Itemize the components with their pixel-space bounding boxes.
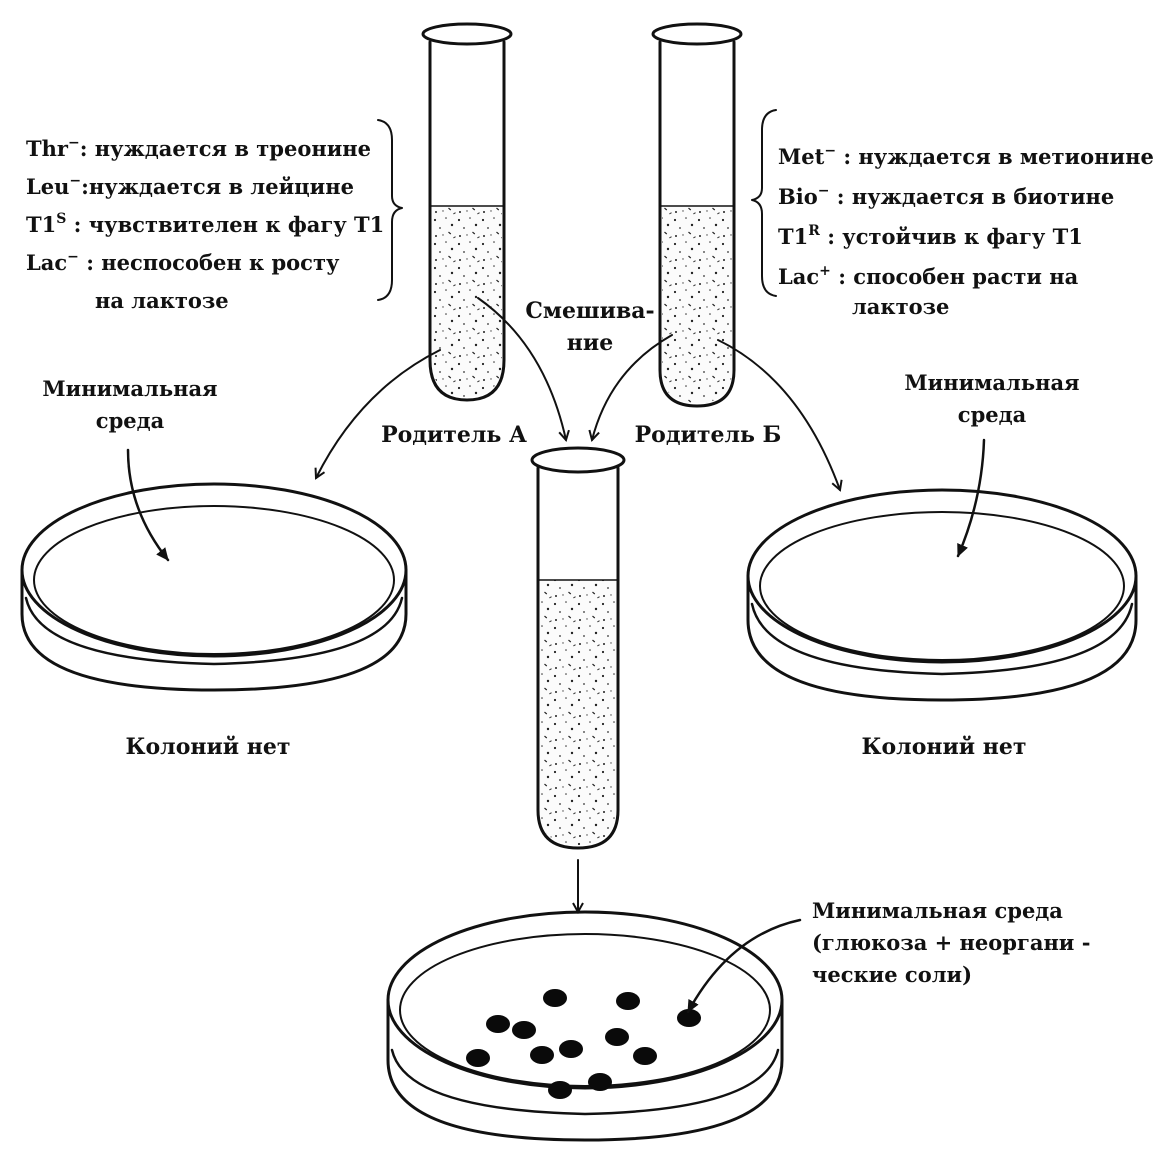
trait-superscript: R [808, 223, 820, 239]
colony [543, 989, 567, 1007]
parent-b-trait-continuation: лактозе [852, 294, 949, 319]
trait-code: Lac [26, 250, 67, 275]
trait-superscript: − [824, 143, 836, 159]
colony [605, 1028, 629, 1046]
parent-a-trait-2: T1S : чувствителен к фагу T1 [26, 211, 384, 237]
bottom-medium-label-line2: (глюкоза + неоргани - [812, 930, 1090, 955]
trait-description: : нуждается в метионине [836, 144, 1154, 169]
bottom-medium-label-line1: Минимальная среда [812, 898, 1063, 923]
parent-a-trait-0: Thr−: нуждается в треонине [26, 135, 371, 161]
colony [512, 1021, 536, 1039]
trait-description: : нуждается в треонине [80, 136, 371, 161]
parent-b-label: Родитель Б [635, 422, 782, 448]
parent-a-traits: Thr−: нуждается в треонинеLeu−:нуждается… [26, 135, 384, 313]
colony [530, 1046, 554, 1064]
trait-code: Bio [778, 184, 818, 209]
test-tube-a [423, 24, 511, 400]
left-medium-label-line1: Минимальная [42, 376, 217, 401]
petri-dish-bottom [388, 912, 782, 1140]
mixing-label-line2: ние [567, 330, 613, 356]
colony [466, 1049, 490, 1067]
arrow-tube-a-to-left-plate [316, 350, 440, 478]
colony [559, 1040, 583, 1058]
bottom-medium-label-line3: ческие соли) [812, 962, 972, 987]
trait-code: Met [778, 144, 825, 169]
parent-b-trait-0: Met− : нуждается в метионине [778, 143, 1154, 169]
parent-b-trait-3: Lac+ : способен расти на [778, 263, 1079, 289]
mixing-label-line1: Смешива- [525, 298, 654, 324]
petri-dish-left [22, 484, 406, 690]
parent-b-trait-2: T1R : устойчив к фагу T1 [778, 223, 1083, 249]
test-tube-mixed [532, 448, 624, 848]
trait-description: :нуждается в лейцине [81, 174, 354, 199]
parent-b-trait-1: Bio− : нуждается в биотине [778, 183, 1114, 209]
trait-code: Leu [26, 174, 69, 199]
trait-description: : чувствителен к фагу T1 [66, 212, 384, 237]
brace-right [752, 110, 776, 296]
trait-code: Thr [26, 136, 69, 161]
test-tube-b [653, 24, 741, 406]
trait-superscript: − [69, 173, 81, 189]
trait-description: : неспособен к росту [79, 250, 340, 275]
colony [633, 1047, 657, 1065]
trait-superscript: − [818, 183, 830, 199]
right-medium-label-line1: Минимальная [904, 370, 1079, 395]
trait-superscript: S [56, 211, 66, 227]
trait-code: Lac [778, 264, 819, 289]
left-medium-label-line2: среда [96, 408, 165, 433]
arrow-tube-b-to-right-plate [718, 340, 840, 490]
trait-code: T1 [778, 224, 808, 249]
colony [616, 992, 640, 1010]
right-medium-label-line2: среда [958, 402, 1027, 427]
brace-left [378, 120, 402, 300]
colony [588, 1073, 612, 1091]
trait-description: : нуждается в биотине [829, 184, 1114, 209]
parent-a-trait-3: Lac− : неспособен к росту [26, 249, 340, 275]
trait-superscript: − [68, 135, 80, 151]
trait-superscript: + [819, 263, 831, 279]
left-result-label: Колоний нет [126, 734, 291, 760]
trait-superscript: − [67, 249, 79, 265]
trait-description: : способен расти на [831, 264, 1079, 289]
pointer-left-medium [128, 450, 168, 560]
trait-description: : устойчив к фагу T1 [820, 224, 1083, 249]
colonies [466, 989, 701, 1099]
parent-a-trait-1: Leu−:нуждается в лейцине [26, 173, 354, 199]
colony [486, 1015, 510, 1033]
parent-a-trait-continuation: на лактозе [95, 288, 229, 313]
pointer-right-medium [958, 440, 984, 556]
petri-dish-right [748, 490, 1136, 700]
parent-a-label: Родитель А [381, 422, 527, 448]
colony [548, 1081, 572, 1099]
trait-code: T1 [26, 212, 56, 237]
right-result-label: Колоний нет [862, 734, 1027, 760]
